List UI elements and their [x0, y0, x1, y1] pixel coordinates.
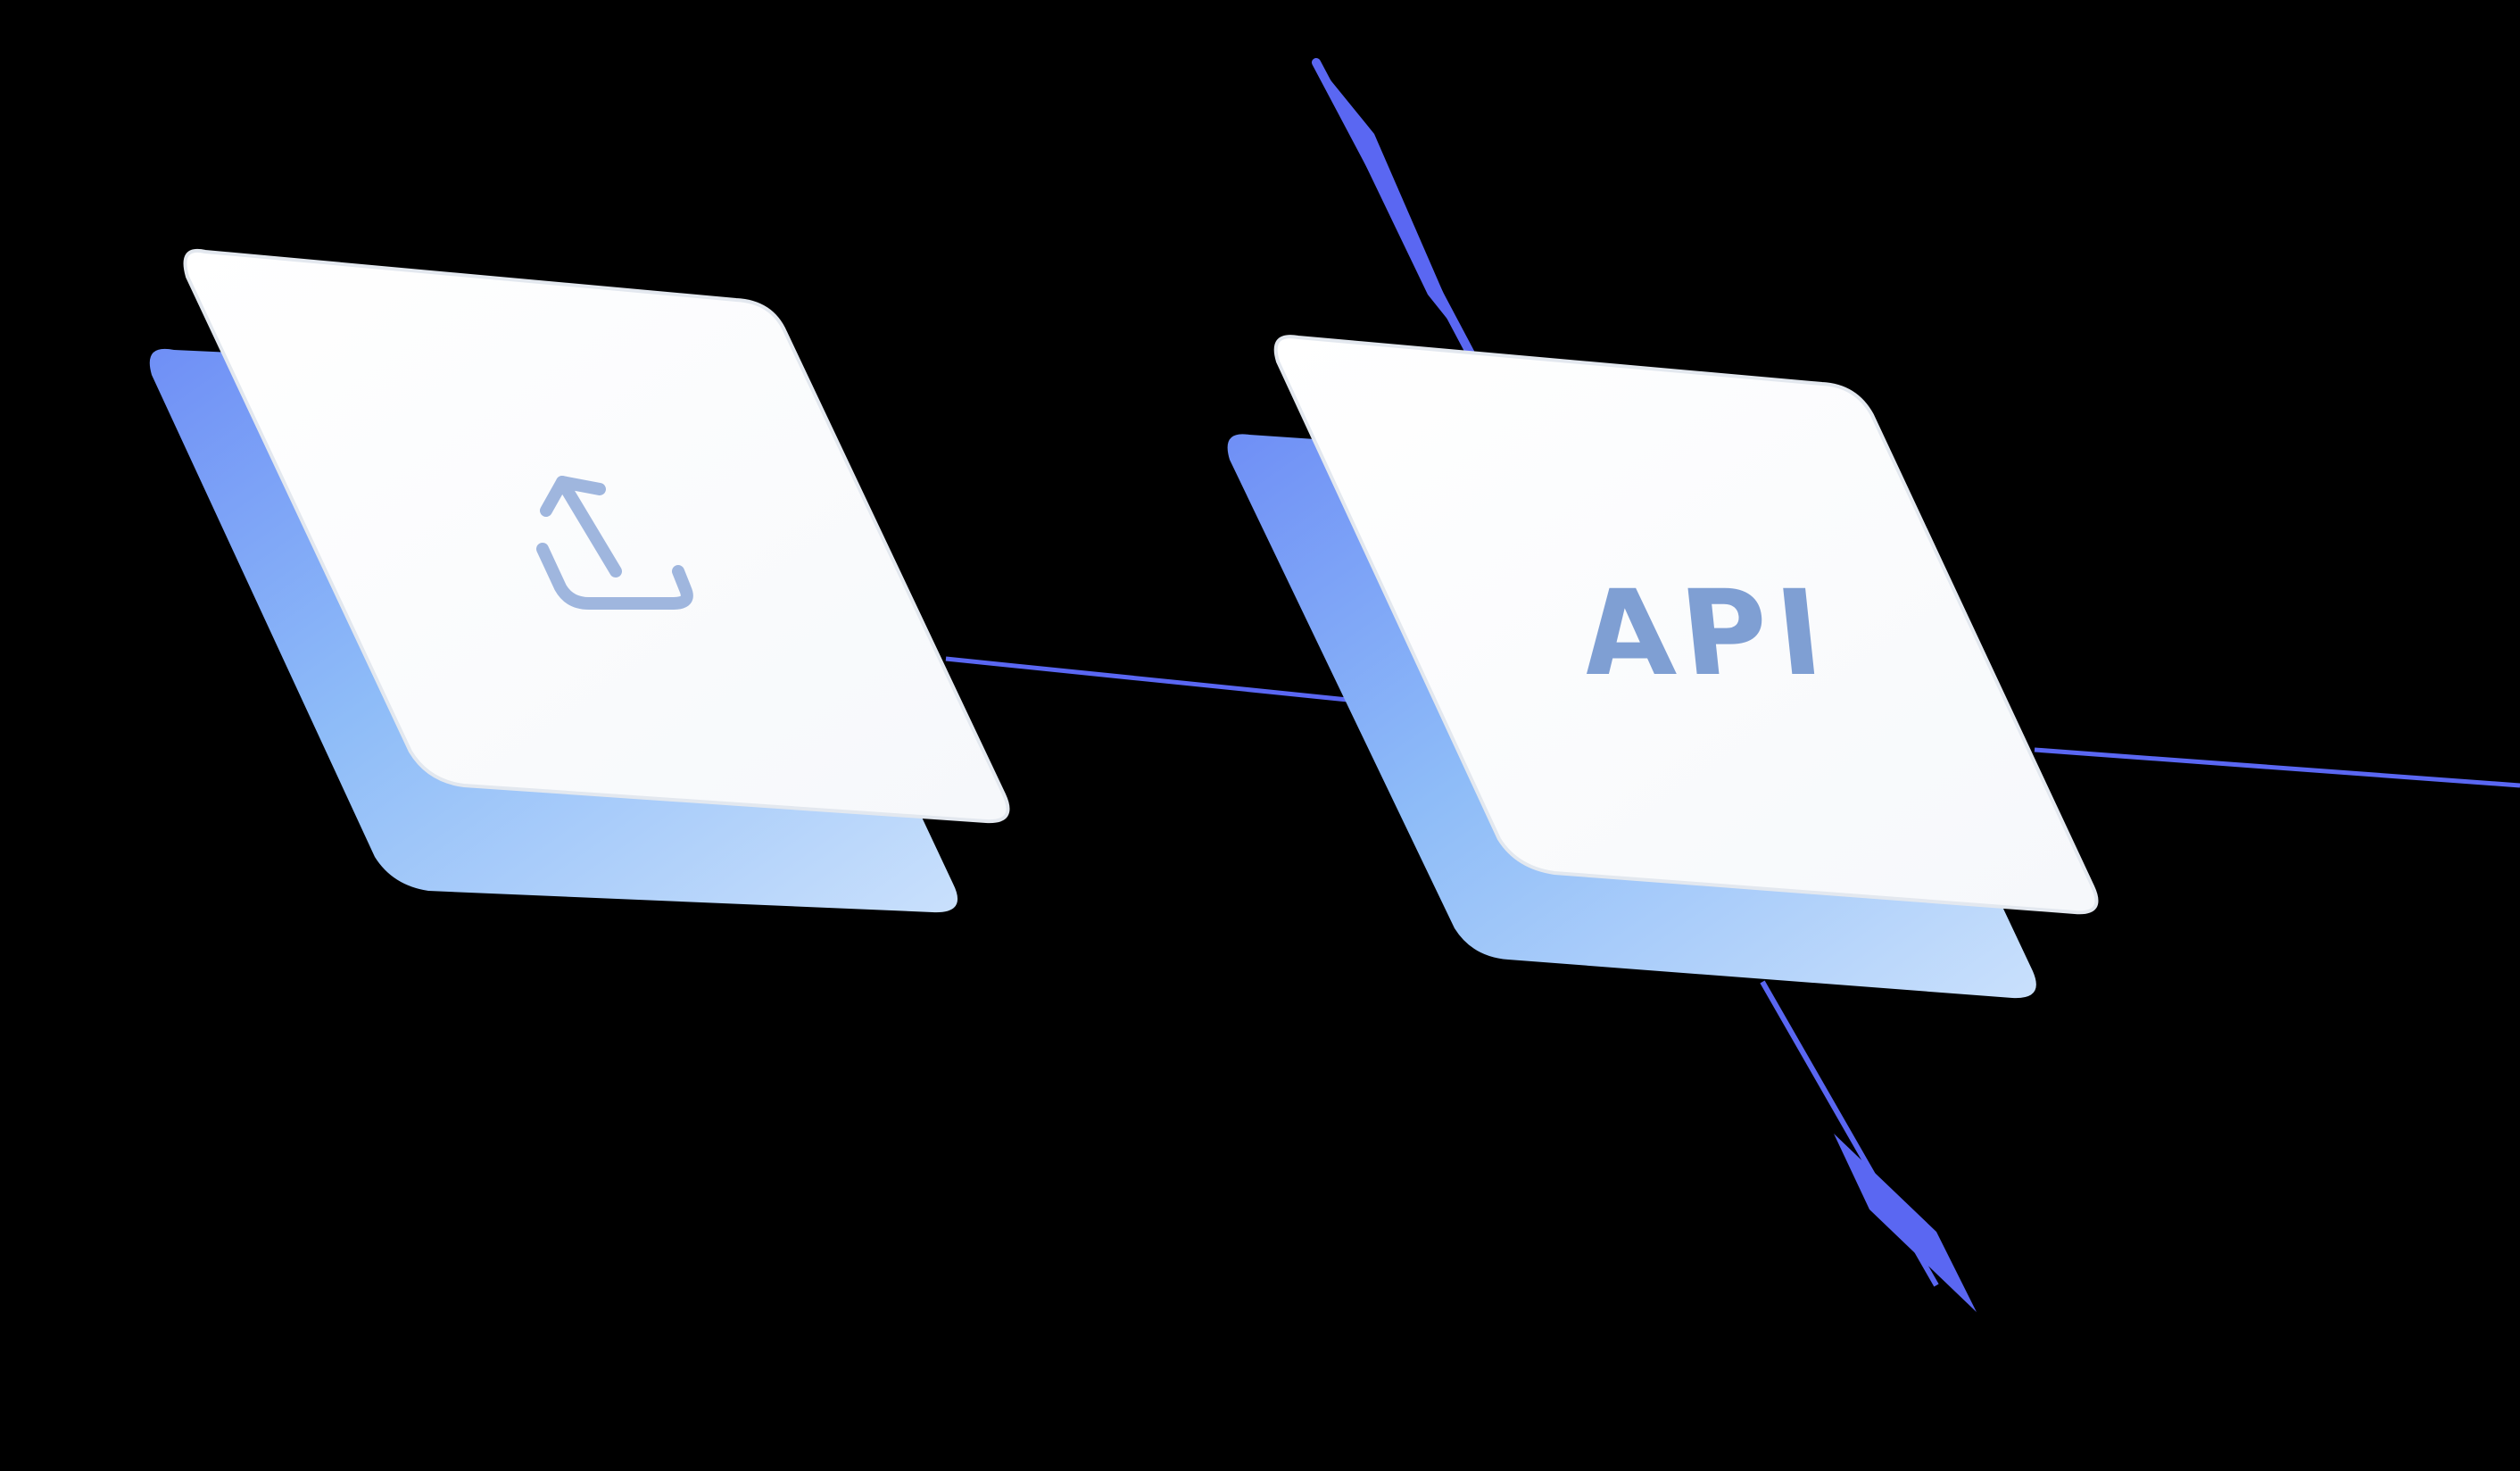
connector-line-right — [2034, 747, 2520, 788]
connector-flare-bottom — [1834, 1134, 1977, 1312]
connector-flare-top — [1316, 62, 1463, 339]
api-card: API — [1227, 335, 2099, 999]
upload-card — [149, 248, 1010, 913]
connector-line-middle — [945, 656, 1357, 703]
upload-tray-icon — [536, 476, 693, 610]
api-card-label: API — [1575, 565, 1837, 702]
connector-lines — [945, 58, 2520, 1312]
api-card-face — [1273, 335, 2099, 915]
